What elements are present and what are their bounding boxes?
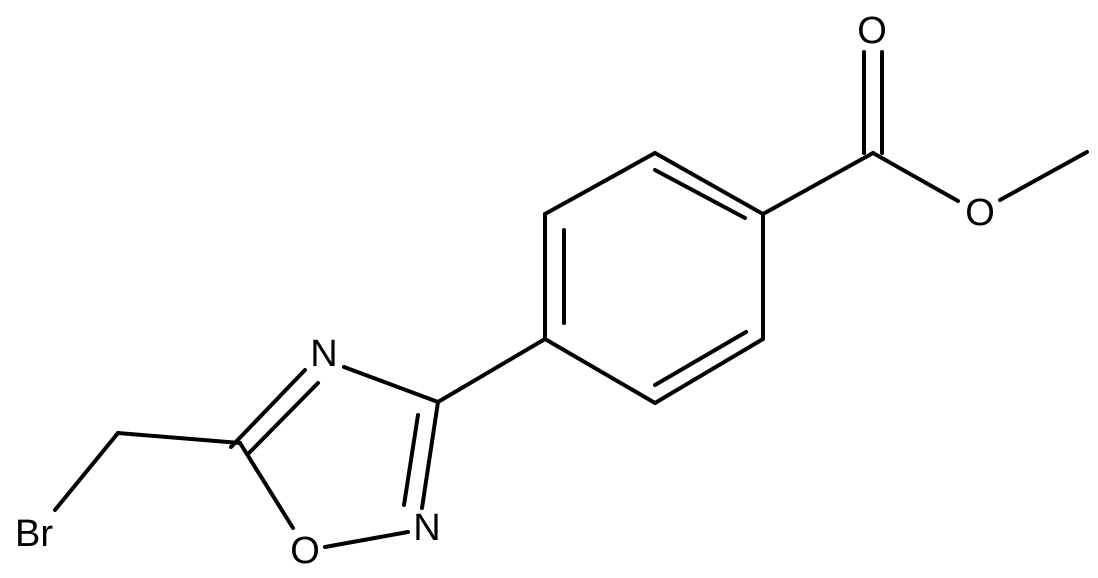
- bond-n2-c3-double-a: [420, 400, 440, 510]
- bond-c3-n4: [342, 365, 440, 404]
- bond-c5-o1: [238, 441, 295, 530]
- bond-benzene-4: [543, 337, 657, 405]
- atom-label-bromine: Br: [15, 513, 53, 555]
- bond-benzene-2: [543, 151, 657, 216]
- bond-c5-ch2: [116, 431, 242, 445]
- bond-n4-c5-double-b: [247, 381, 320, 455]
- atom-label-nitrogen-4: N: [310, 333, 337, 375]
- bond-carbonyl-c-ester-o: [871, 151, 960, 203]
- bond-benzene-1: [653, 151, 765, 216]
- atom-label-ester-oxygen: O: [965, 192, 995, 234]
- bond-benzene-1-inner: [653, 168, 747, 220]
- atom-label-carbonyl-oxygen: O: [857, 10, 887, 52]
- bond-ch2-br: [53, 431, 120, 512]
- atom-label-nitrogen-2: N: [413, 507, 440, 549]
- bond-benzene-5: [653, 337, 765, 405]
- bond-aryl-oxadiazole: [436, 337, 547, 404]
- bond-benzene-5-inner: [653, 330, 748, 387]
- bond-n2-c3-double-b: [402, 413, 420, 507]
- atom-label-oxygen-1: O: [290, 530, 320, 572]
- bond-ester-o-methyl: [998, 150, 1089, 202]
- bond-o1-n2: [323, 530, 410, 549]
- bond-ring-carbonyl-c: [761, 151, 875, 216]
- bond-n4-c5-double-a: [229, 368, 307, 449]
